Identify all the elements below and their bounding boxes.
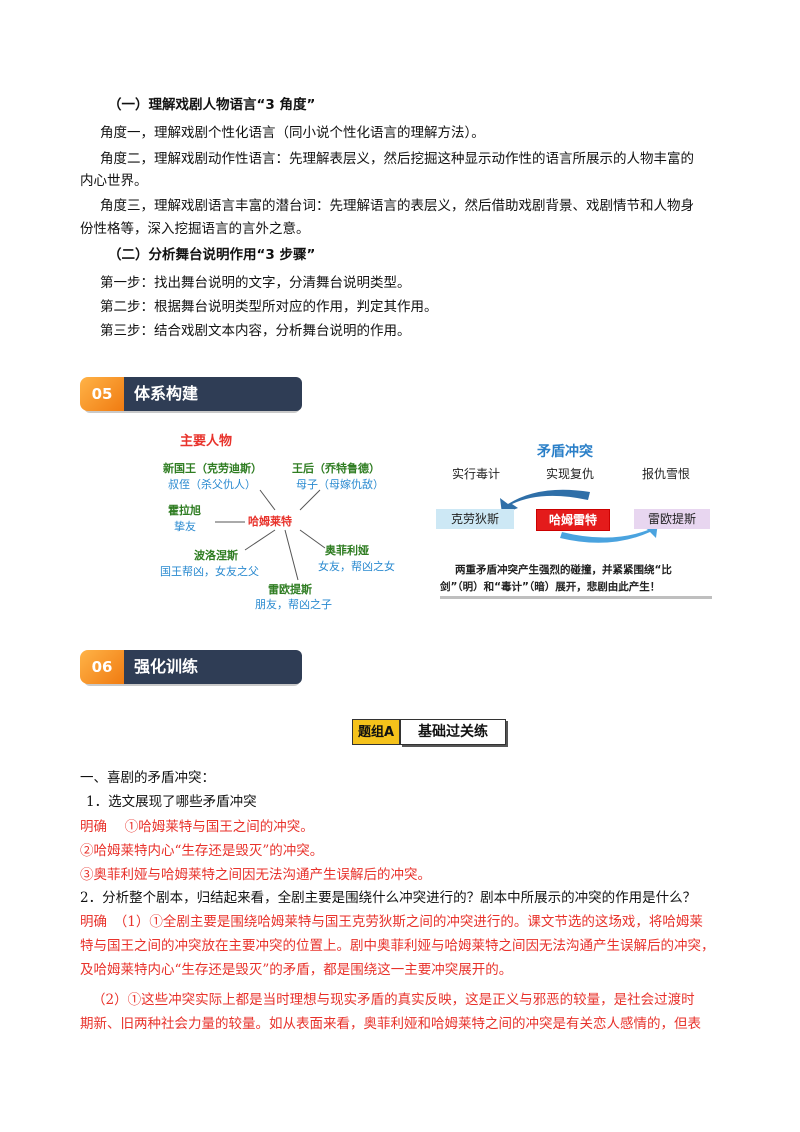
question-2: 2．分析整个剧本，归结起来看，全剧主要是围绕什么冲突进行的？剧本中所展示的冲突的… [80, 890, 697, 906]
angle-one: 角度一，理解戏剧个性化语言（同小说个性化语言的理解方法）。 [100, 125, 485, 141]
box-claudius: 克劳狄斯 [436, 509, 514, 529]
box-hamlet: 哈姆雷特 [536, 509, 610, 531]
line-polonius [244, 529, 276, 551]
char-horatio-relation: 挚友 [174, 520, 196, 533]
section-banner-06: 强化训练 06 [80, 650, 302, 686]
angle-three-a: 角度三，理解戏剧语言丰富的潜台词：先理解语言的表层义，然后借助戏剧背景、戏剧情节… [100, 198, 694, 214]
answer-2-line1: 明确 （1）①全剧主要是围绕哈姆莱特与国王克劳狄斯之间的冲突进行的。课文节选的这… [80, 914, 703, 930]
conflict-label-revenge: 实现复仇 [546, 467, 595, 481]
box-laertes: 雷欧提斯 [634, 509, 710, 529]
arrow-bottom-icon [560, 522, 658, 543]
char-ophelia-relation: 女友，帮凶之女 [318, 560, 395, 573]
angle-two-b: 内心世界。 [80, 173, 148, 189]
angle-three-b: 份性格等，深入挖掘语言的言外之意。 [80, 221, 310, 237]
conflict-label-avenge: 报仇雪恨 [642, 467, 691, 481]
char-polonius: 波洛涅斯 [194, 549, 238, 562]
diagram-title-characters: 主要人物 [180, 434, 233, 449]
char-horatio: 霍拉旭 [168, 504, 201, 517]
banner-title: 体系构建 [120, 377, 302, 411]
conflict-arrows [500, 489, 658, 543]
answer-1-line3: ③奥菲利娅与哈姆莱特之间因无法沟通产生误解后的冲突。 [80, 867, 431, 883]
banner-number: 06 [80, 650, 124, 684]
conflict-title: 矛盾冲突 [537, 444, 593, 460]
conflict-note-line2: 剑”（明）和“毒计”（暗）展开，悲剧由此产生！ [440, 581, 661, 593]
answer-2-line4: （2）①这些冲突实际上都是当时理想与现实矛盾的真实反映，这是正义与邪恶的较量，是… [92, 992, 695, 1008]
banner-title: 强化训练 [120, 650, 302, 684]
heading-stage-steps: （二）分析舞台说明作用“3 步骤” [108, 247, 316, 263]
answer-1-line2: ②哈姆莱特内心“生存还是毁灭”的冲突。 [80, 843, 324, 859]
char-laertes: 雷欧提斯 [268, 583, 312, 596]
char-hamlet-center: 哈姆莱特 [248, 515, 292, 528]
char-queen-relation: 母子（母嫁仇敌） [296, 478, 384, 491]
line-laertes [284, 529, 299, 581]
heading-language-angles: （一）理解戏剧人物语言“3 角度” [108, 97, 316, 113]
line-queen [299, 489, 321, 511]
conflict-label-poison: 实行毒计 [452, 467, 501, 481]
step-two: 第二步：根据舞台说明类型所对应的作用，判定其作用。 [100, 299, 438, 315]
note-divider [440, 596, 712, 599]
char-polonius-relation: 国王帮凶，女友之父 [160, 565, 259, 578]
conflict-note-line1: 两重矛盾冲突产生强烈的碰撞，并紧紧围绕“比 [455, 564, 672, 576]
angle-two-a: 角度二，理解戏剧动作性语言：先理解表层义，然后挖掘这种显示动作性的语言所展示的人… [100, 151, 694, 167]
question-1: 1．选文展现了哪些矛盾冲突 [86, 794, 257, 810]
banner-number: 05 [80, 377, 124, 411]
group-tag: 题组A [352, 719, 400, 745]
char-king-relation: 叔侄（杀父仇人） [168, 478, 256, 491]
char-laertes-relation: 朋友，帮凶之子 [255, 598, 332, 611]
line-king [259, 489, 276, 511]
char-king: 新国王（克劳迪斯） [163, 462, 262, 475]
character-lines [215, 489, 326, 581]
char-ophelia: 奥菲利娅 [325, 544, 369, 557]
step-one: 第一步：找出舞台说明的文字，分清舞台说明类型。 [100, 275, 411, 291]
step-three: 第三步：结合戏剧文本内容，分析舞台说明的作用。 [100, 323, 411, 339]
arrow-top-icon [500, 489, 590, 514]
answer-2-line3: 及哈姆莱特内心“生存还是毁灭”的矛盾，都是围绕这一主要冲突展开的。 [80, 962, 513, 978]
answer-2-line2: 特与国王之间的冲突放在主要冲突的位置上。剧中奥菲利娅与哈姆莱特之间因无法沟通产生… [80, 938, 715, 954]
group-title: 基础过关练 [400, 719, 506, 745]
line-ophelia [299, 529, 326, 549]
answer-2-line5: 期新、旧两种社会力量的较量。如从表面来看，奥菲利娅和哈姆莱特之间的冲突是有关恋人… [80, 1016, 701, 1032]
section-banner-05: 体系构建 05 [80, 377, 302, 413]
answer-1-line1: 明确 ①哈姆莱特与国王之间的冲突。 [80, 819, 314, 835]
question-heading: 一、喜剧的矛盾冲突： [80, 770, 215, 786]
char-queen: 王后（乔特鲁德） [292, 462, 380, 475]
